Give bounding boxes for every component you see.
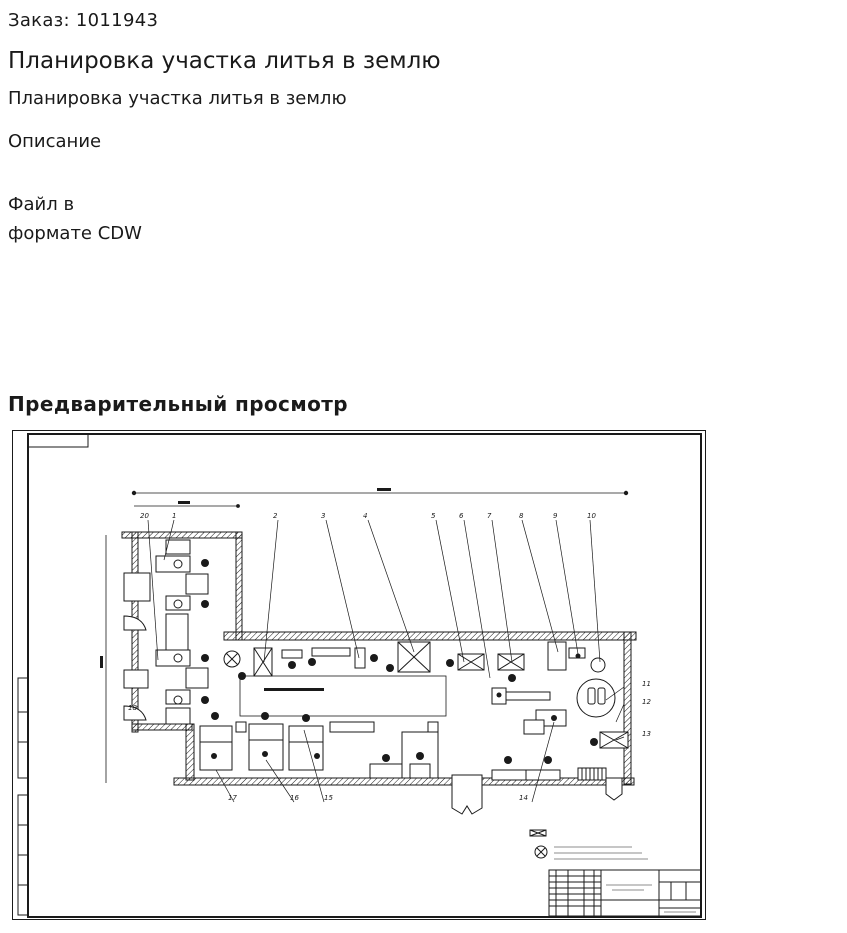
callout-7: 7 (487, 512, 492, 520)
order-number: Заказ: 1011943 (8, 10, 159, 31)
top-left-stamp (27, 433, 89, 448)
callout-5: 5 (431, 512, 436, 520)
file-format-line-2: формате CDW (8, 223, 142, 244)
building-walls (121, 531, 637, 786)
preview-heading: Предварительный просмотр (8, 392, 348, 416)
callout-15: 15 (324, 794, 333, 802)
callout-8: 8 (519, 512, 524, 520)
callout-6: 6 (459, 512, 464, 520)
left-bay-markers (173, 559, 209, 705)
callout-16: 16 (290, 794, 299, 802)
callout-11: 11 (642, 680, 651, 688)
central-area (239, 675, 447, 717)
callout-13: 13 (642, 730, 651, 738)
title-block-scribble (606, 884, 696, 913)
callout-2: 2 (273, 512, 278, 520)
callout-17: 17 (228, 794, 237, 802)
equipment-bottom-row (199, 719, 623, 815)
leader-lines (147, 519, 625, 803)
drawing-preview[interactable]: 20 1 2 3 4 5 6 7 8 9 10 11 12 13 14 15 1… (12, 430, 706, 920)
callout-18: 18 (128, 704, 137, 712)
callout-12: 12 (642, 698, 651, 706)
callout-14: 14 (519, 794, 528, 802)
title-block (548, 869, 702, 917)
bottom-row-markers (211, 712, 557, 764)
callout-9: 9 (553, 512, 558, 520)
left-margin-strip (17, 677, 29, 916)
drawing-legend (529, 829, 648, 860)
sheet-outer-border (12, 430, 706, 920)
callout-4: 4 (363, 512, 367, 520)
page-title: Планировка участка литья в землю (8, 48, 441, 74)
callout-10: 10 (587, 512, 596, 520)
equipment-top-row (223, 641, 629, 749)
top-row-markers (238, 653, 598, 746)
callout-labels: 20 1 2 3 4 5 6 7 8 9 10 11 12 13 14 15 1… (128, 512, 651, 802)
sheet-inner-frame (27, 433, 702, 918)
description-heading: Описание (8, 131, 102, 152)
page-subtitle: Планировка участка литья в землю (8, 88, 347, 109)
file-format-line-1: Файл в (8, 194, 75, 215)
callout-3: 3 (321, 512, 325, 520)
callout-1: 1 (172, 512, 176, 520)
callout-20: 20 (140, 512, 149, 520)
dimension-lines (100, 488, 629, 783)
